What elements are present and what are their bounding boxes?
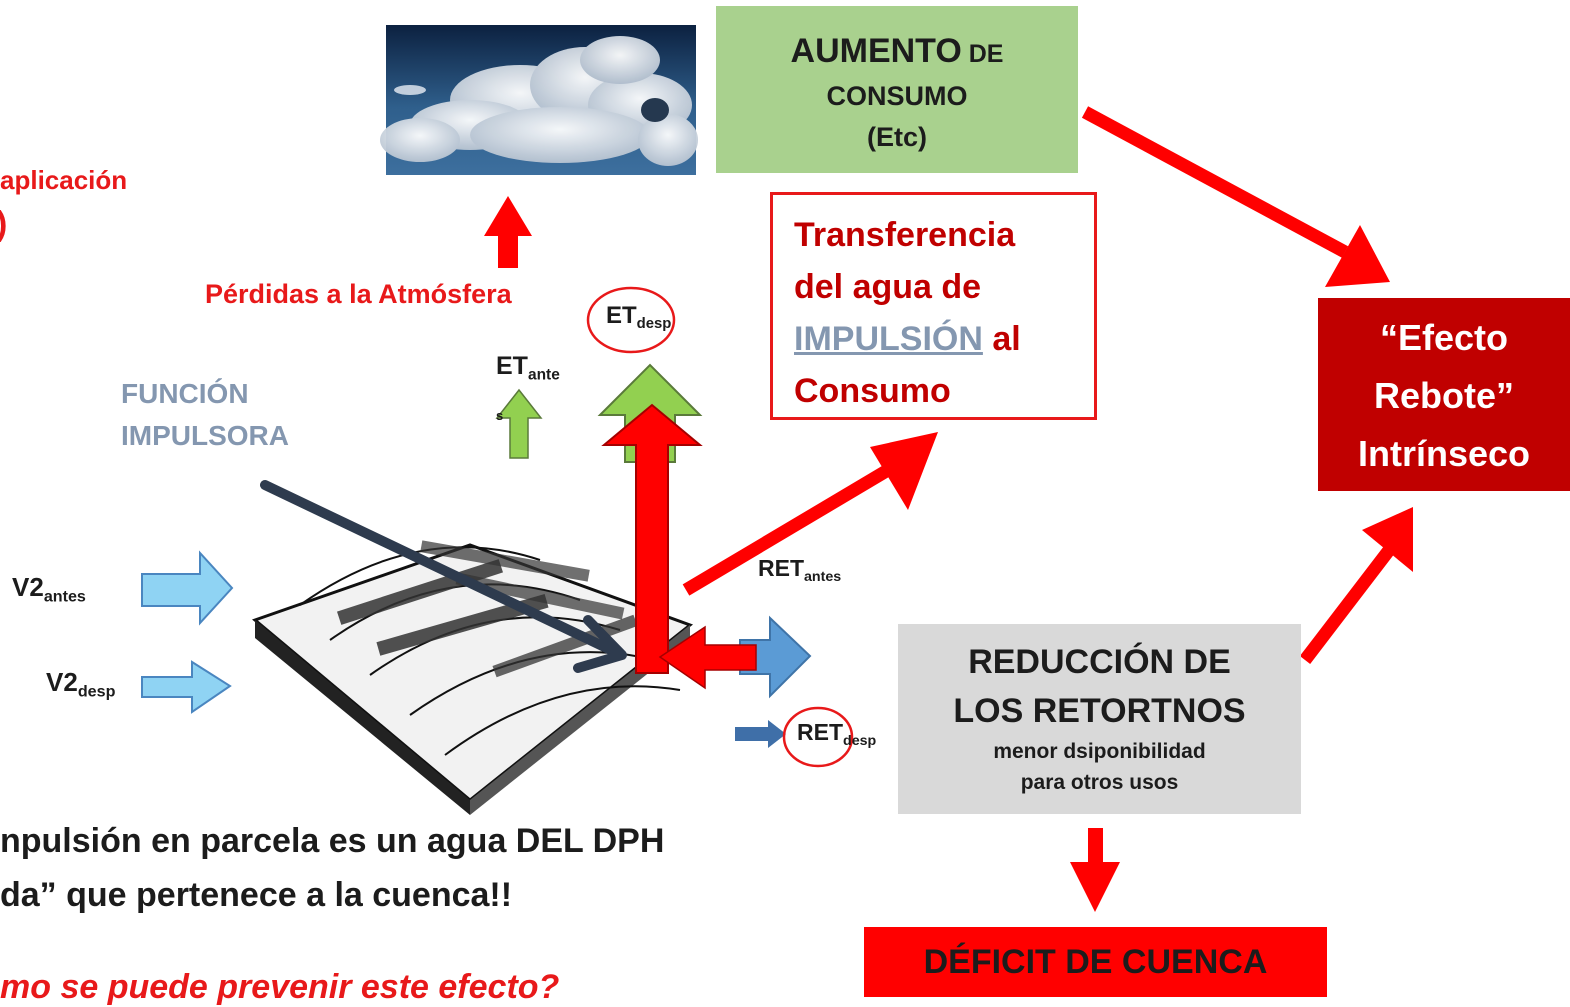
et-antes-sub: ante <box>527 366 560 384</box>
efecto-rebote-box: “Efecto Rebote” Intrínseco <box>1318 298 1570 491</box>
v2-antes-label: V2antes <box>12 572 86 607</box>
transferencia-line1: Transferencia <box>794 216 1016 254</box>
ret-antes-sub: antes <box>804 568 842 585</box>
paren-fragment: ) <box>0 205 7 244</box>
perdidas-up-arrow <box>484 196 532 268</box>
transferencia-line4: Consumo <box>794 372 951 410</box>
arrow-to-transferencia <box>682 432 938 596</box>
et-desp-highlight-ellipse <box>586 286 676 354</box>
aumento-de: DE <box>961 40 1004 68</box>
impulsion-link[interactable]: IMPULSIÓN <box>794 320 983 358</box>
aumento-word: AUMENTO <box>790 32 962 70</box>
v2-antes-base: V2 <box>12 572 44 602</box>
et-desp-label: ETdesp <box>606 302 671 332</box>
aumento-consumo-line: CONSUMO <box>826 81 968 111</box>
bottom-text-question: mo se puede prevenir este efecto? <box>0 968 560 1006</box>
funcion-line2: IMPULSORA <box>121 420 289 451</box>
reduccion-line1: REDUCCIÓN DE <box>968 643 1231 681</box>
v2-antes-arrow <box>141 550 234 626</box>
deficit-label: DÉFICIT DE CUENCA <box>923 943 1268 981</box>
efecto-line2: Rebote” <box>1373 375 1514 416</box>
ret-desp-base: RET <box>797 719 843 745</box>
v2-desp-label: V2desp <box>46 667 115 702</box>
v2-desp-base: V2 <box>46 667 78 697</box>
transferencia-box: Transferencia del agua de IMPULSIÓN al C… <box>770 192 1097 420</box>
et-antes-base: ET <box>496 352 528 380</box>
efecto-line3: Intrínseco <box>1357 433 1531 474</box>
reduccion-line4: para otros usos <box>1020 771 1179 794</box>
red-vertical-arrow <box>601 403 703 674</box>
arrow-reduccion-to-efecto <box>1299 507 1413 664</box>
arrow-to-deficit <box>1070 828 1120 912</box>
ret-desp-arrow <box>735 720 786 748</box>
v2-desp-arrow <box>141 660 232 714</box>
ret-antes-label: RETantes <box>758 555 841 585</box>
ret-desp-highlight-ellipse <box>782 706 854 768</box>
et-desp-sub: desp <box>636 316 672 333</box>
reduccion-line2: LOS RETORTNOS <box>953 692 1246 730</box>
funcion-line1: FUNCIÓN <box>121 378 249 409</box>
aumento-consumo-box: AUMENTO DE CONSUMO (Etc) <box>716 6 1078 173</box>
v2-antes-sub: antes <box>43 587 86 606</box>
ret-antes-arrow <box>739 615 812 699</box>
funcion-impulsora-label: FUNCIÓN IMPULSORA <box>121 373 289 457</box>
bottom-text-line1: npulsión en parcela es un agua DEL DPH <box>0 822 665 860</box>
et-desp-base: ET <box>606 302 637 329</box>
aumento-etc-line: (Etc) <box>867 122 927 152</box>
aplicacion-fragment: aplicación <box>0 165 128 195</box>
transferencia-al: al <box>982 320 1021 358</box>
bottom-text-line2: da” que pertenece a la cuenca!! <box>0 876 513 914</box>
et-antes-tail: s <box>496 408 504 423</box>
funcion-impulsora-arrow <box>260 480 627 673</box>
perdidas-label: Pérdidas a la Atmósfera <box>205 279 512 309</box>
ret-desp-label: RETdesp <box>797 719 876 749</box>
efecto-line1: “Efecto <box>1379 317 1509 358</box>
reduccion-line3: menor dsiponibilidad <box>993 740 1206 763</box>
sky-clouds-image <box>380 25 698 175</box>
transferencia-line2: del agua de <box>794 268 982 306</box>
red-left-arrow <box>658 625 757 690</box>
et-antes-label: ETante <box>496 352 560 384</box>
deficit-cuenca-box: DÉFICIT DE CUENCA <box>864 927 1327 997</box>
et-antes-green-arrow <box>495 388 543 459</box>
ret-antes-base: RET <box>758 555 804 581</box>
reduccion-retornos-box: REDUCCIÓN DE LOS RETORTNOS menor dsiponi… <box>898 624 1301 814</box>
arrow-aumento-to-efecto <box>1081 106 1390 287</box>
ret-desp-sub: desp <box>843 732 877 749</box>
v2-desp-sub: desp <box>77 682 116 701</box>
